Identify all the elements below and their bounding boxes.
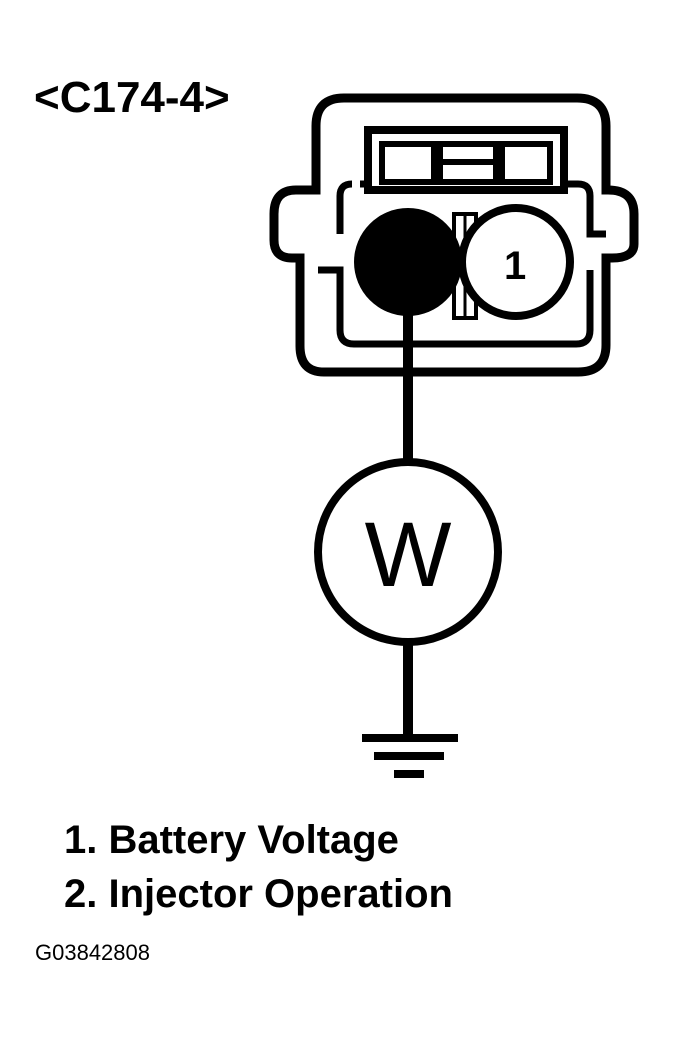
lock-tab-slot-left <box>379 141 437 185</box>
connector-housing-outer <box>269 93 639 377</box>
pin-1-label: 1 <box>504 244 526 288</box>
ground-icon <box>362 734 458 778</box>
meter-symbol-letter: W <box>365 504 452 606</box>
pin-2-terminal <box>354 208 462 316</box>
legend-item-1: 1. Battery Voltage <box>64 818 399 862</box>
pin-1-terminal <box>458 204 574 320</box>
connector-housing-inner <box>318 180 606 348</box>
lock-tab-slot-right <box>499 141 553 185</box>
figure-code: G03842808 <box>35 940 150 965</box>
legend-item-2: 2. Injector Operation <box>64 872 453 916</box>
connector-label: <C174-4> <box>34 73 230 122</box>
